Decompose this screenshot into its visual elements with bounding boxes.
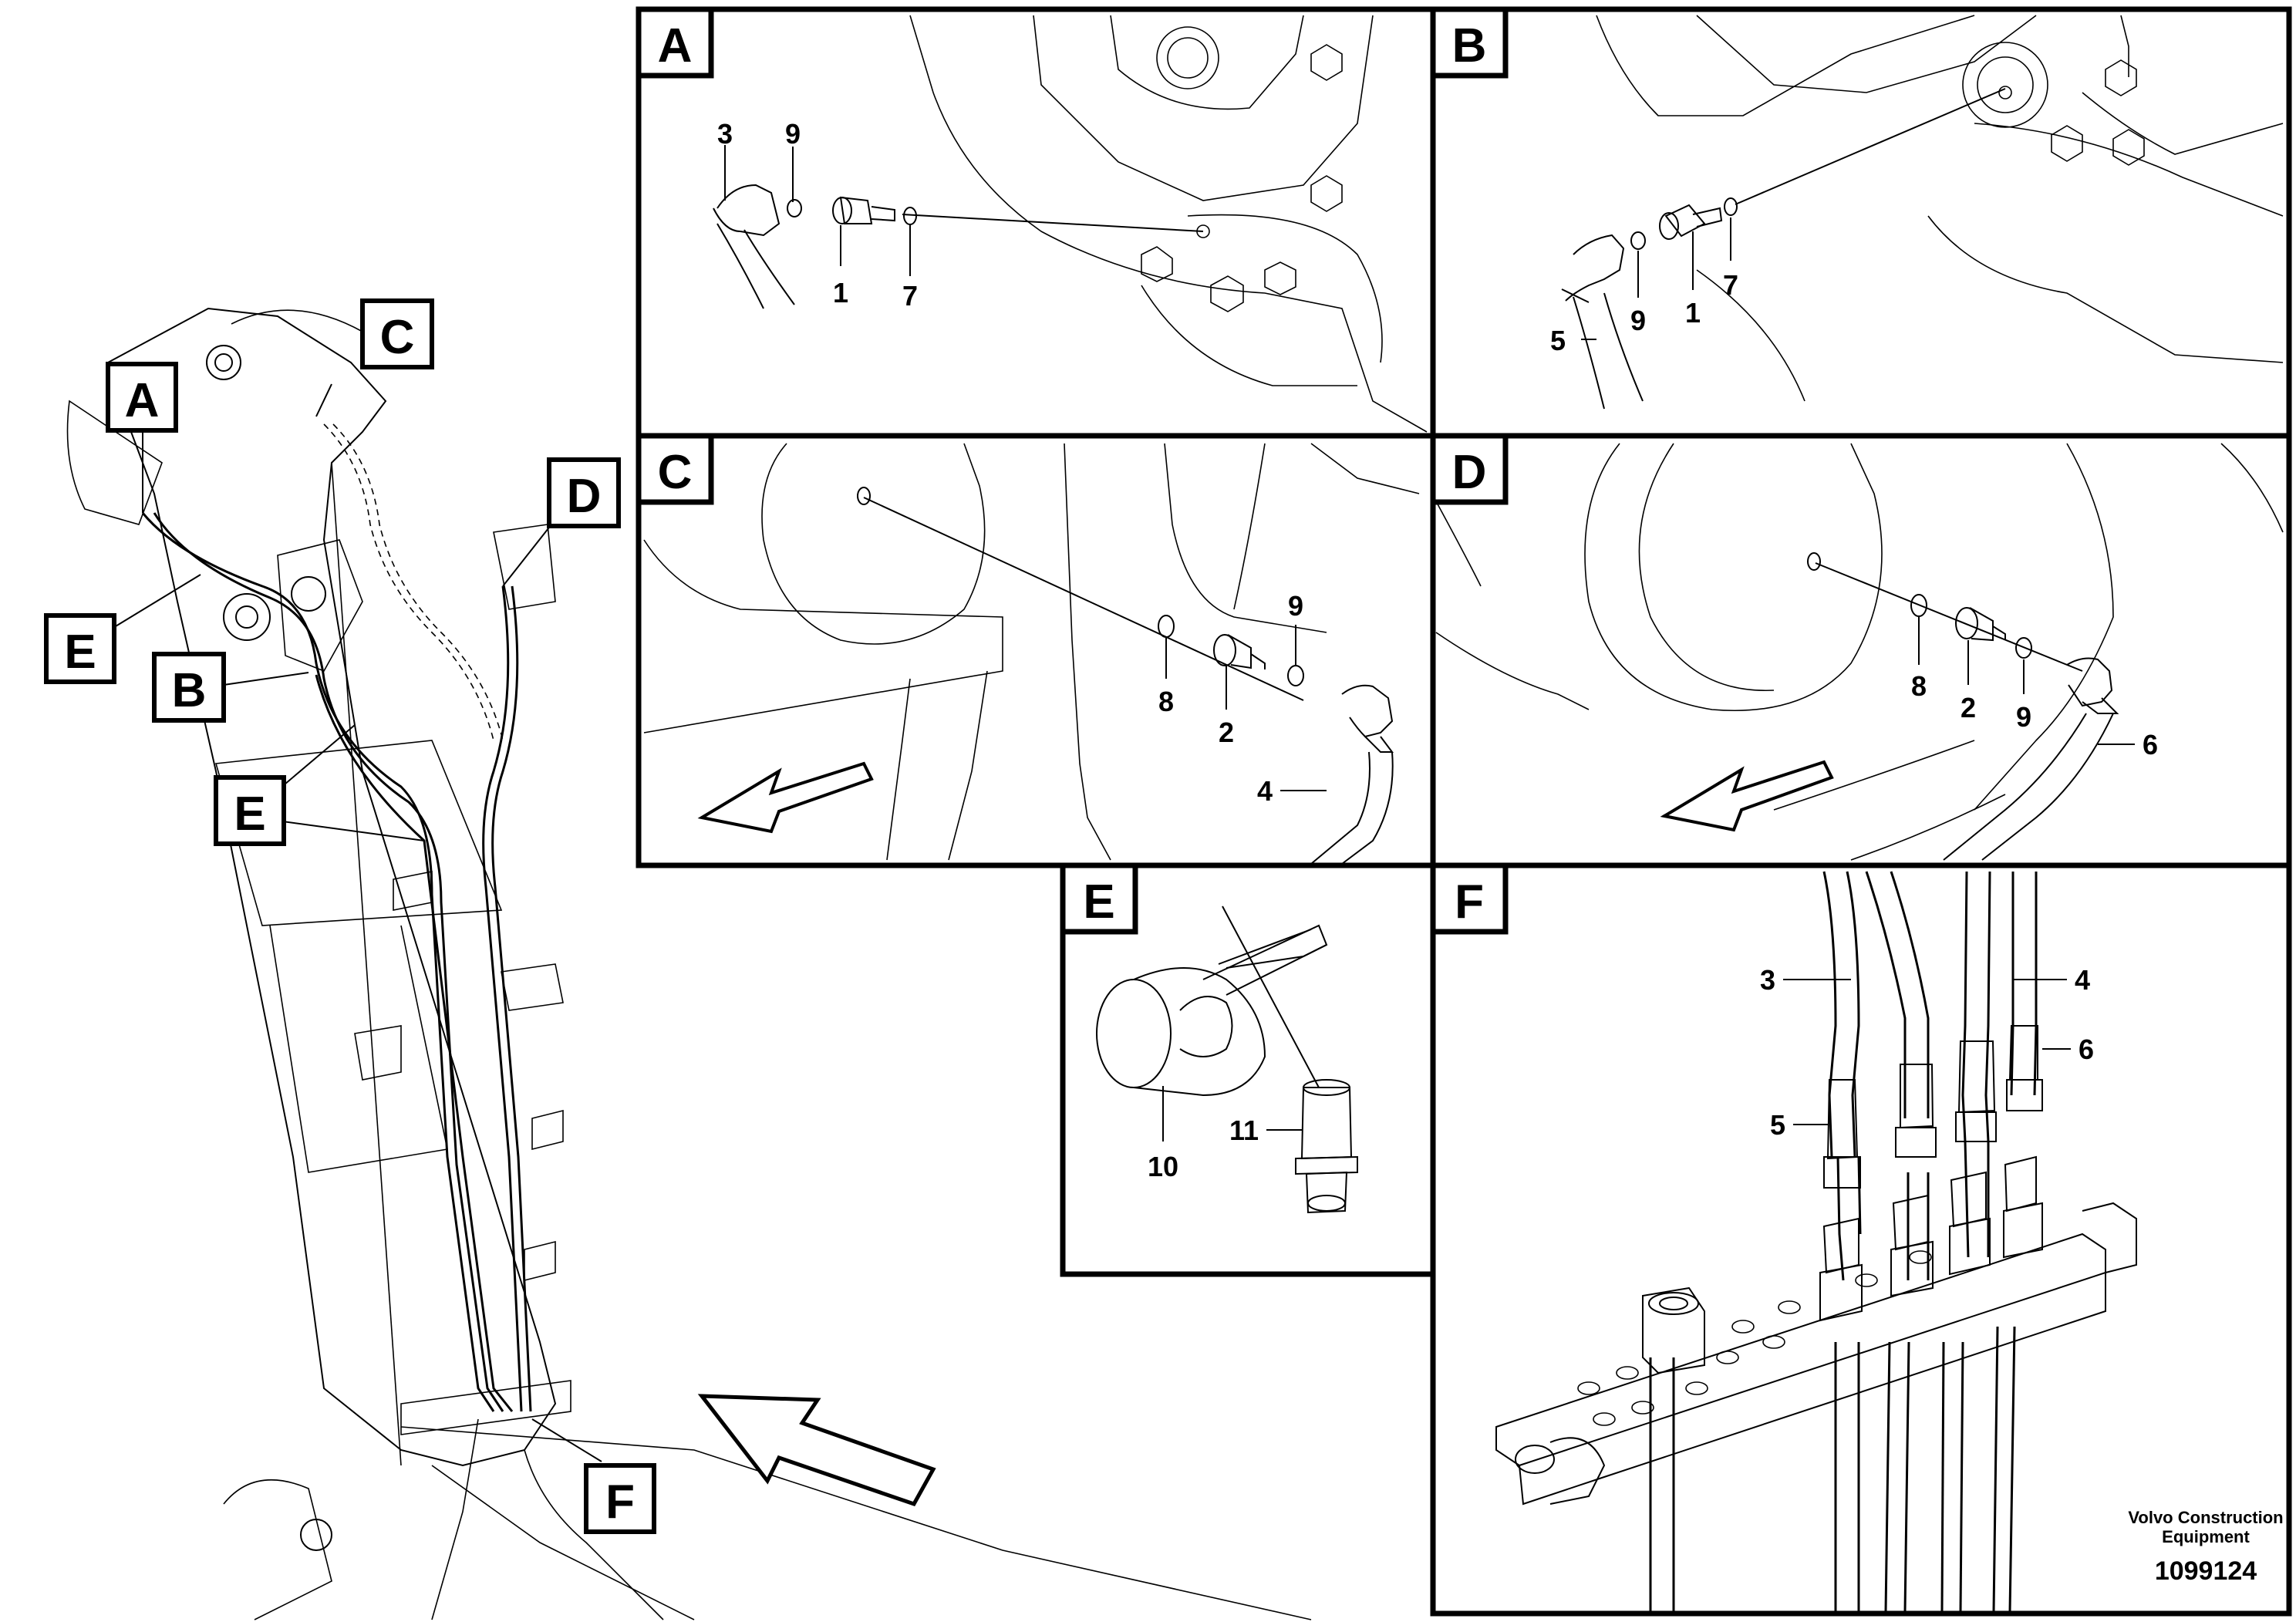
panel-f: 3 4 5 6 F bbox=[1430, 862, 2292, 1617]
part-number: 9 bbox=[1630, 305, 1646, 336]
callout-label: B bbox=[172, 664, 207, 717]
view-direction-arrow bbox=[1660, 760, 1834, 832]
part-number: 5 bbox=[1550, 325, 1566, 356]
panel-tag-b bbox=[1430, 6, 1509, 79]
view-direction-arrow bbox=[697, 1394, 936, 1507]
callout-label: C bbox=[380, 311, 415, 364]
panel-tag-e bbox=[1060, 862, 1138, 935]
drawing-number: 1099124 bbox=[2155, 1556, 2257, 1586]
overview-callout-d[interactable]: D bbox=[547, 457, 621, 528]
part-number: 9 bbox=[2016, 701, 2031, 733]
part-number: 9 bbox=[1288, 590, 1303, 622]
panel-tag-d bbox=[1430, 433, 1509, 505]
overview-callout-e-mid[interactable]: E bbox=[214, 775, 286, 846]
brand-line-1: Volvo Construction bbox=[2128, 1508, 2283, 1527]
overview-callout-b[interactable]: B bbox=[152, 652, 226, 723]
part-number: 7 bbox=[1723, 269, 1738, 301]
panel-d: 8 2 9 6 D bbox=[1430, 433, 2292, 868]
panel-tag-label: E bbox=[1083, 875, 1114, 929]
part-number: 2 bbox=[1219, 717, 1234, 748]
part-number: 8 bbox=[1158, 686, 1174, 717]
overview-callout-e-left[interactable]: E bbox=[44, 613, 116, 684]
panel-tag-f bbox=[1430, 862, 1509, 935]
part-number: 1 bbox=[1685, 297, 1701, 329]
panel-tag-a bbox=[636, 6, 714, 79]
part-number: 2 bbox=[1961, 692, 1976, 723]
part-number: 8 bbox=[1911, 670, 1927, 702]
part-number: 3 bbox=[717, 118, 733, 150]
overview-arm-drawing bbox=[66, 307, 1312, 1620]
part-number: 1 bbox=[833, 277, 848, 309]
panel-a: 3 9 1 7 A bbox=[636, 6, 1436, 439]
part-number: 4 bbox=[1257, 775, 1273, 807]
panel-tag-label: B bbox=[1452, 19, 1487, 73]
callout-label: F bbox=[605, 1475, 635, 1529]
brand-line-2: Equipment bbox=[2162, 1527, 2250, 1546]
part-number: 11 bbox=[1229, 1114, 1259, 1146]
panel-tag-label: A bbox=[658, 19, 693, 73]
panel-tag-label: D bbox=[1452, 446, 1487, 499]
part-number: 10 bbox=[1148, 1151, 1178, 1182]
part-number: 9 bbox=[785, 118, 801, 150]
panel-e: 10 11 E bbox=[1060, 862, 1436, 1277]
overview-callout-a[interactable]: A bbox=[106, 362, 178, 433]
overview-callout-f[interactable]: F bbox=[584, 1463, 656, 1534]
callout-label: A bbox=[125, 374, 160, 427]
view-direction-arrow bbox=[697, 761, 874, 834]
part-number: 3 bbox=[1760, 964, 1775, 996]
part-number: 4 bbox=[2075, 964, 2090, 996]
part-number: 6 bbox=[2143, 729, 2158, 760]
part-number: 6 bbox=[2079, 1034, 2094, 1065]
panel-tag-label: C bbox=[658, 446, 693, 499]
overview-callout-c[interactable]: C bbox=[360, 298, 434, 369]
drawing-footer: Volvo Construction Equipment 1099124 bbox=[2128, 1508, 2283, 1586]
panel-c: 8 2 9 4 C bbox=[636, 433, 1436, 868]
part-number: 5 bbox=[1770, 1109, 1785, 1141]
part-number: 7 bbox=[902, 280, 918, 312]
panel-tag-c bbox=[636, 433, 714, 505]
callout-label: E bbox=[234, 787, 265, 841]
callout-label: E bbox=[64, 626, 96, 679]
callout-label: D bbox=[567, 470, 602, 523]
panel-tag-label: F bbox=[1455, 875, 1484, 929]
panel-b: 5 9 1 7 B bbox=[1430, 6, 2292, 439]
